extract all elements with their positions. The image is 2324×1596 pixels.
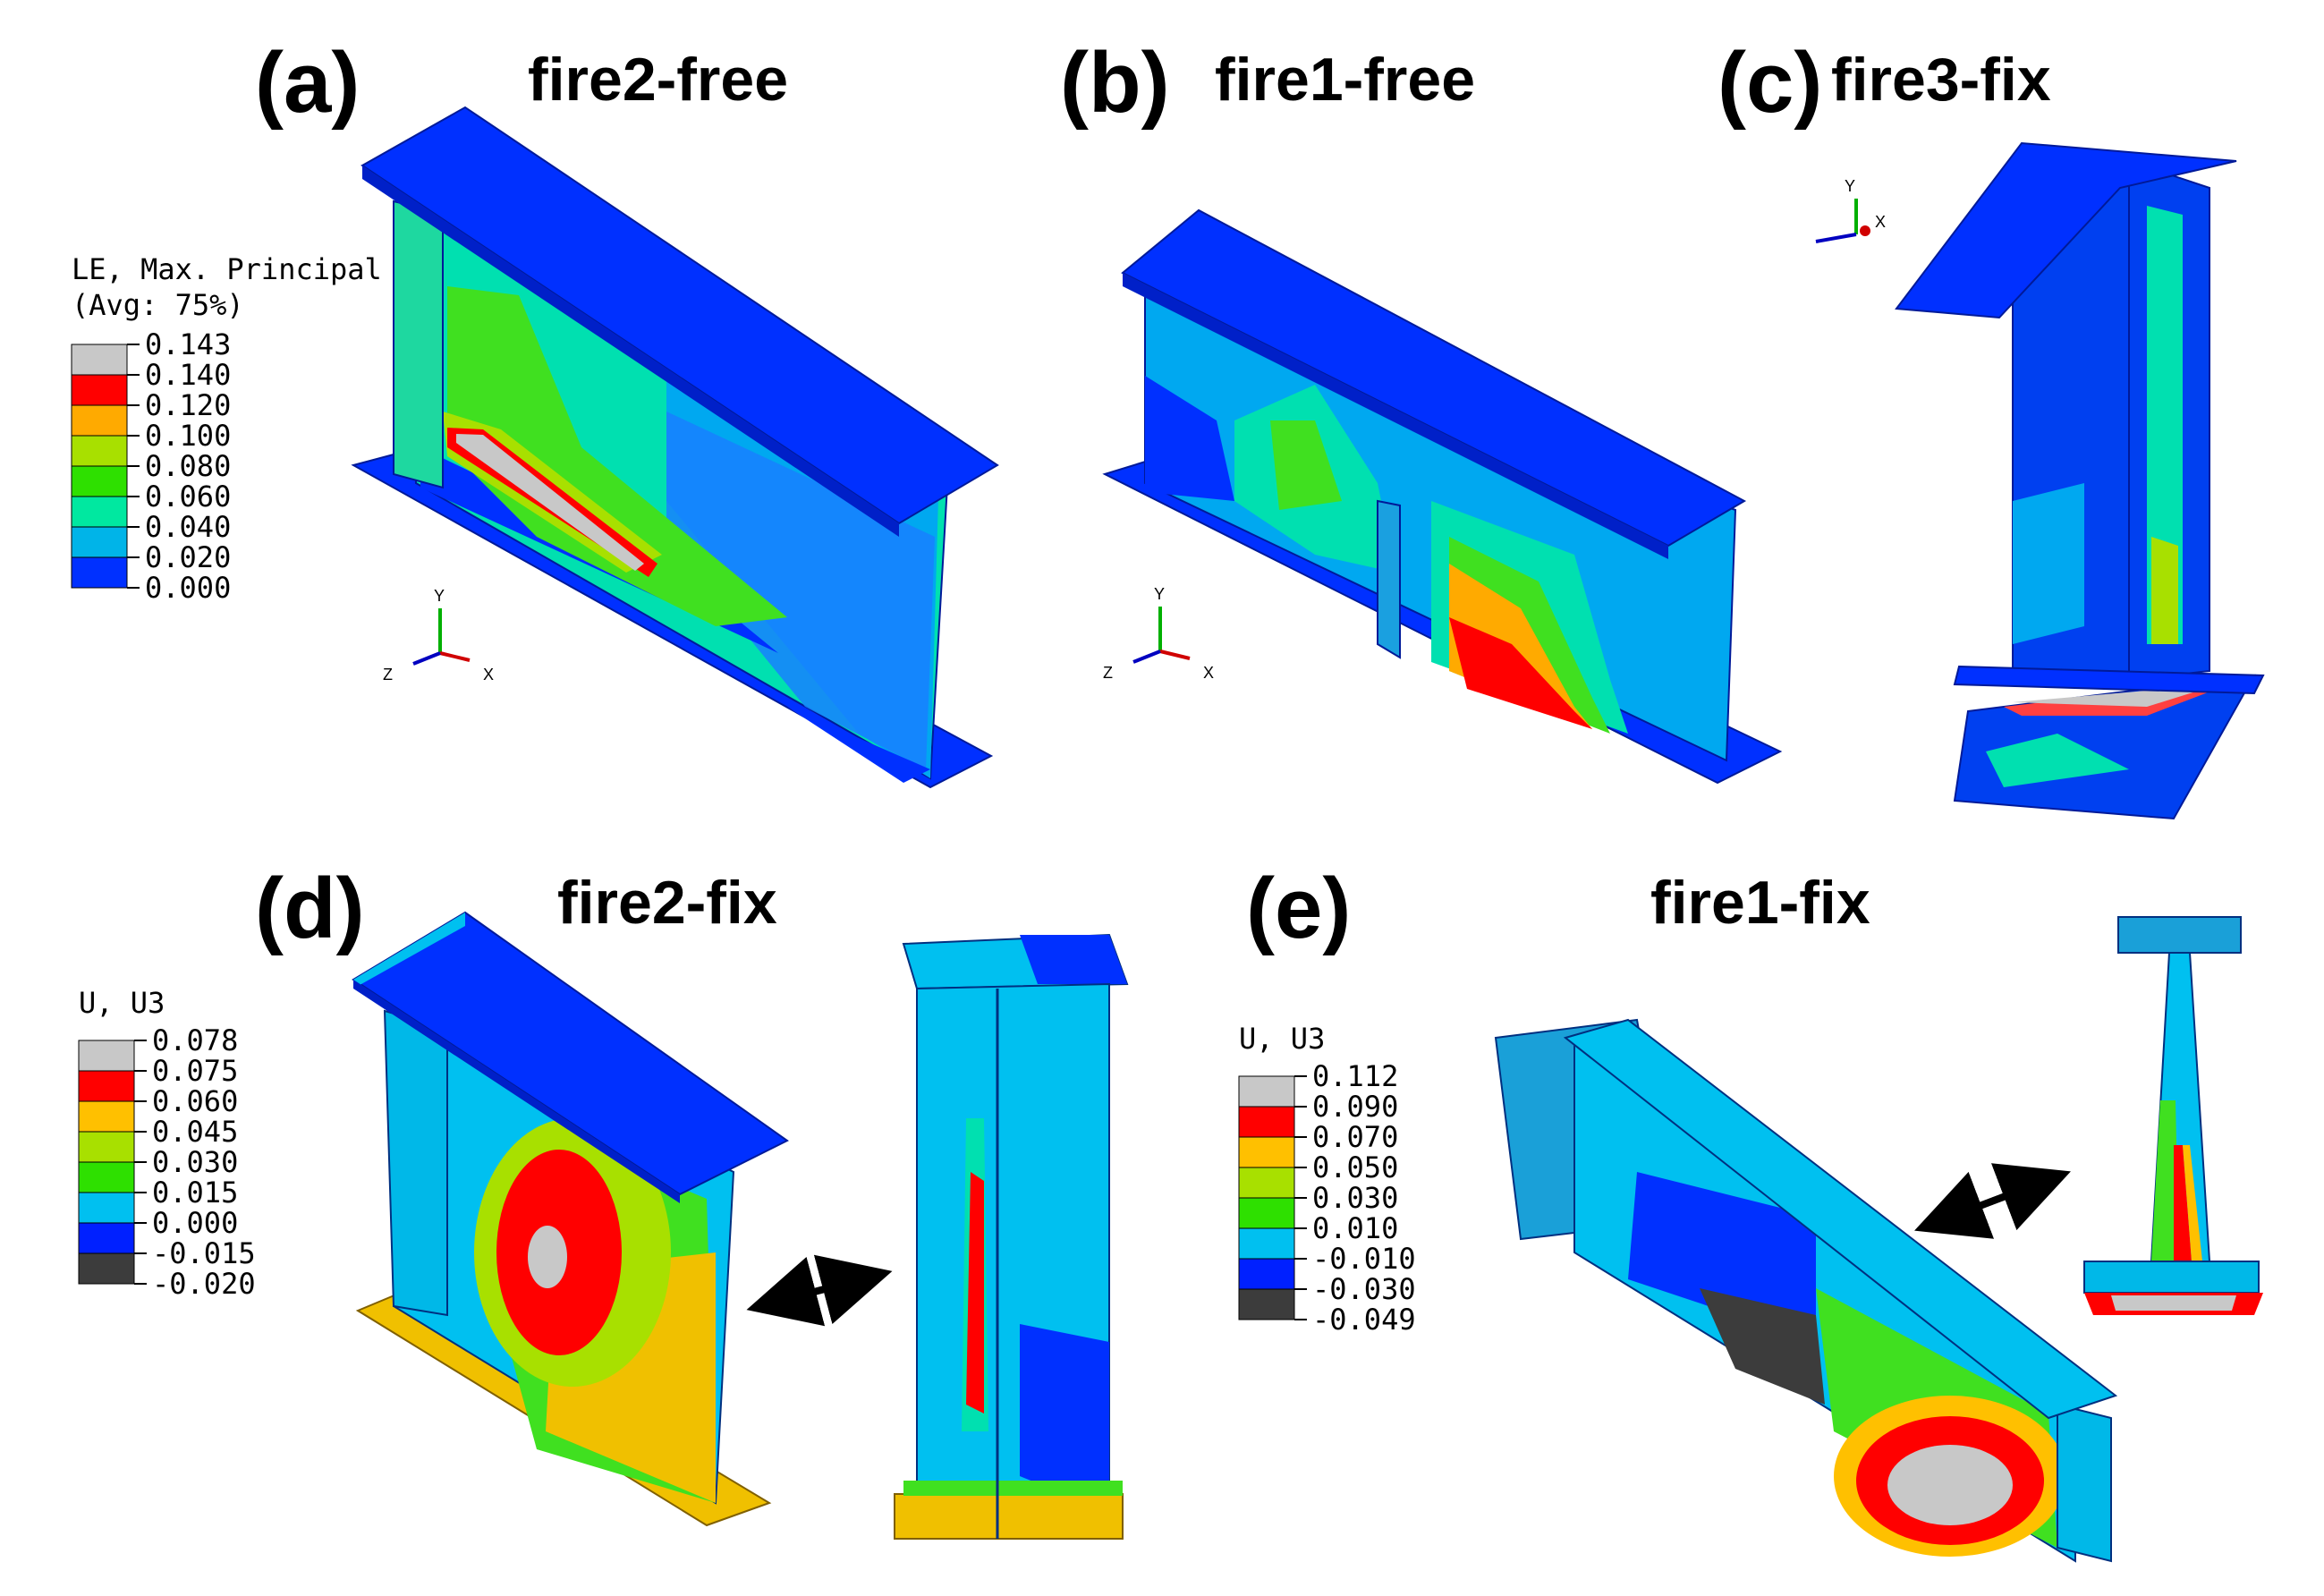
legend-u3-e-value: 0.112 xyxy=(1312,1059,1398,1093)
beam-model-d-left xyxy=(352,911,789,1527)
svg-text:Y: Y xyxy=(1154,585,1165,603)
legend-u3-d-swatch xyxy=(78,1222,135,1254)
legend-le-swatch xyxy=(71,435,128,467)
legend-u3-e-swatch xyxy=(1238,1288,1295,1320)
legend-le-swatch xyxy=(71,526,128,558)
beam-model-a xyxy=(351,106,999,789)
panel-a-title: fire2-free xyxy=(528,46,788,114)
legend-le-value: 0.120 xyxy=(145,388,231,422)
legend-le-value: 0.000 xyxy=(145,571,231,605)
legend-u3-e-swatch xyxy=(1238,1136,1295,1168)
axis-triad-c: Y X xyxy=(1815,177,1886,243)
legend-u3-d-swatch xyxy=(78,1100,135,1133)
legend-u3-d-swatch xyxy=(78,1161,135,1193)
arrow-d xyxy=(746,1254,893,1327)
legend-u3-e-swatch xyxy=(1238,1075,1295,1108)
legend-le-swatch xyxy=(71,344,128,376)
legend-u3-e: U, U3 0.1120.0900.0700.0500.0300.010-0.0… xyxy=(1238,1022,1416,1337)
panel-e-letter: (e) xyxy=(1246,861,1351,956)
legend-u3-d-title: U, U3 xyxy=(79,986,165,1020)
legend-u3-e-swatch xyxy=(1238,1258,1295,1290)
panel-d-letter: (d) xyxy=(255,861,365,956)
legend-u3-e-swatch xyxy=(1238,1197,1295,1229)
legend-u3-e-value: 0.030 xyxy=(1312,1181,1398,1215)
legend-le: LE, Max. Principal (Avg: 75%) 0.1430.140… xyxy=(71,252,382,605)
legend-le-value: 0.140 xyxy=(145,358,231,392)
legend-u3-d-value: -0.020 xyxy=(152,1267,256,1301)
legend-le-value: 0.040 xyxy=(145,510,231,544)
legend-u3-d-value: 0.075 xyxy=(152,1054,238,1088)
legend-le-value: 0.143 xyxy=(145,327,231,361)
legend-u3-d-swatch xyxy=(78,1070,135,1102)
arrow-e xyxy=(1914,1163,2071,1239)
legend-le-swatch xyxy=(71,465,128,497)
svg-text:Y: Y xyxy=(434,587,445,605)
svg-text:X: X xyxy=(1875,213,1886,231)
svg-text:X: X xyxy=(483,666,494,683)
beam-model-c xyxy=(1895,141,2265,820)
legend-u3-e-swatch xyxy=(1238,1227,1295,1260)
panel-d-title: fire2-fix xyxy=(557,869,777,937)
legend-u3-d-swatch xyxy=(78,1192,135,1224)
legend-le-subtitle: (Avg: 75%) xyxy=(72,288,244,322)
beam-model-b xyxy=(1102,208,1783,785)
beam-model-e-section xyxy=(2083,916,2263,1315)
panel-e-title: fire1-fix xyxy=(1650,869,1870,937)
legend-u3-d-value: 0.000 xyxy=(152,1206,238,1240)
legend-u3-d-swatch xyxy=(78,1252,135,1285)
legend-u3-e-value: -0.030 xyxy=(1312,1272,1416,1306)
legend-u3-d-swatch xyxy=(78,1040,135,1072)
legend-u3-e-value: 0.090 xyxy=(1312,1090,1398,1124)
panel-b-letter: (b) xyxy=(1060,35,1170,131)
axis-triad-a: Y X Z xyxy=(383,587,494,683)
panel-b-title: fire1-free xyxy=(1215,46,1475,114)
legend-u3-d-value: 0.045 xyxy=(152,1115,238,1149)
legend-u3-d: U, U3 0.0780.0750.0600.0450.0300.0150.00… xyxy=(78,986,256,1301)
svg-text:Z: Z xyxy=(383,666,393,683)
legend-u3-d-value: 0.078 xyxy=(152,1023,238,1057)
legend-le-value: 0.060 xyxy=(145,480,231,514)
legend-le-value: 0.020 xyxy=(145,540,231,574)
legend-u3-d-value: 0.060 xyxy=(152,1084,238,1118)
legend-le-swatch xyxy=(71,556,128,589)
svg-text:X: X xyxy=(1203,664,1214,682)
legend-u3-d-swatch xyxy=(78,1131,135,1163)
legend-u3-e-value: 0.010 xyxy=(1312,1211,1398,1245)
legend-u3-d-value: 0.015 xyxy=(152,1176,238,1210)
legend-u3-e-swatch xyxy=(1238,1106,1295,1138)
legend-le-swatch xyxy=(71,404,128,437)
beam-model-e-main xyxy=(1494,1018,2118,1563)
panel-c-title: fire3-fix xyxy=(1831,46,2051,114)
legend-u3-e-value: 0.070 xyxy=(1312,1120,1398,1154)
legend-u3-e-swatch xyxy=(1238,1167,1295,1199)
svg-text:Y: Y xyxy=(1845,177,1855,195)
legend-le-value: 0.100 xyxy=(145,419,231,453)
legend-u3-d-value: 0.030 xyxy=(152,1145,238,1179)
legend-le-title: LE, Max. Principal xyxy=(72,252,382,286)
svg-text:Z: Z xyxy=(1103,664,1113,682)
legend-u3-e-title: U, U3 xyxy=(1239,1022,1325,1056)
legend-le-value: 0.080 xyxy=(145,449,231,483)
beam-model-d-right xyxy=(894,933,1129,1540)
legend-le-swatch xyxy=(71,374,128,406)
legend-u3-e-value: -0.049 xyxy=(1312,1303,1416,1337)
axis-triad-b: Y X Z xyxy=(1103,585,1214,682)
panel-a-letter: (a) xyxy=(255,35,360,131)
legend-u3-e-value: -0.010 xyxy=(1312,1242,1416,1276)
legend-u3-d-value: -0.015 xyxy=(152,1236,256,1270)
legend-u3-e-value: 0.050 xyxy=(1312,1150,1398,1184)
legend-le-swatch xyxy=(71,496,128,528)
panel-c-letter: (c) xyxy=(1718,35,1822,131)
